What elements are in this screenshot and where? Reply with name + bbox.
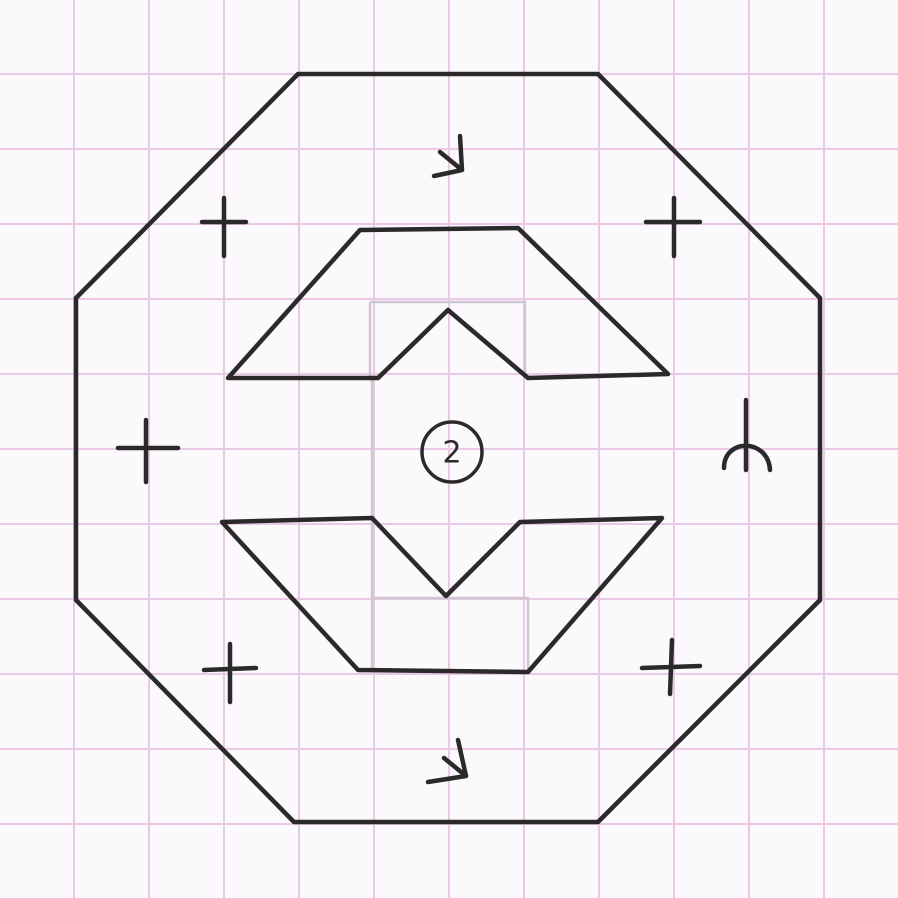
arrow-top-icon [431, 133, 465, 179]
plus-marks [115, 195, 703, 705]
plus-icon [115, 417, 181, 485]
plus-icon [643, 195, 703, 259]
plus-icon [639, 637, 703, 697]
pencil-guides [368, 300, 530, 672]
plus-icon [201, 641, 259, 705]
upper-inner-shape [225, 225, 671, 381]
center-circle [420, 420, 484, 484]
arrow-bottom-icon [425, 737, 469, 785]
fork-symbol-icon [721, 397, 773, 473]
center-marker: 2 [420, 420, 484, 484]
center-number: 2 [442, 436, 461, 471]
lower-inner-shape [219, 515, 665, 675]
outer-octagon [73, 71, 823, 825]
plus-icon [199, 195, 249, 259]
